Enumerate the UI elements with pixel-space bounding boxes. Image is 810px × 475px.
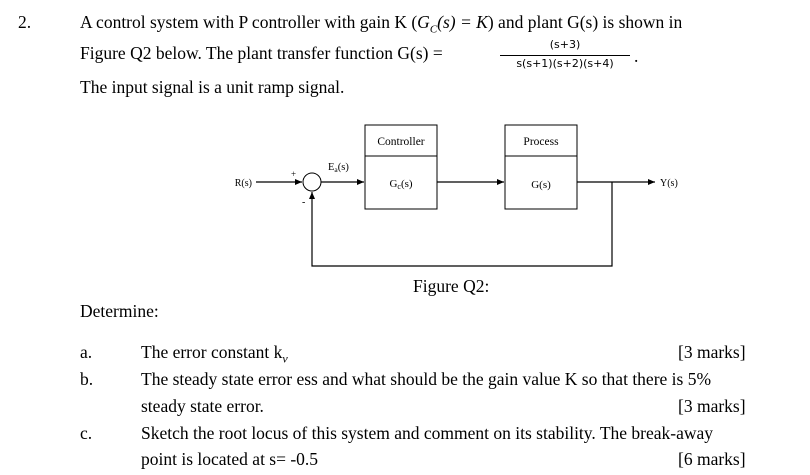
- controller-body-label: Gc(s): [389, 178, 412, 191]
- tf-denominator: s(s+1)(s+2)(s+4): [516, 57, 614, 70]
- line1-pre: A control system with P controller with …: [80, 12, 418, 32]
- question-number: 2.: [18, 12, 32, 32]
- part-a-marks: [3 marks]: [678, 342, 746, 362]
- block-diagram: Controller Gc(s) Process G(s) R(s) Ea(s)…: [235, 124, 678, 267]
- question-line-3: The input signal is a unit ramp signal.: [80, 77, 345, 97]
- part-a-text: The error constant kv: [141, 342, 288, 367]
- question-line-1: A control system with P controller with …: [80, 12, 682, 36]
- part-b-label: b.: [80, 369, 94, 389]
- part-c-marks: [6 marks]: [678, 449, 746, 469]
- tf-fraction-bar: [500, 55, 630, 56]
- gc-symbol: G: [417, 12, 430, 32]
- input-label: R(s): [235, 178, 252, 189]
- part-a-subscript: v: [282, 351, 288, 366]
- process-body-label: G(s): [531, 179, 551, 191]
- tf-period: .: [634, 46, 639, 66]
- gc-argument: (s) = K: [437, 12, 488, 32]
- controller-block: [364, 124, 438, 210]
- minus-sign: -: [302, 197, 305, 208]
- part-c-text-2: point is located at s= -0.5: [141, 449, 319, 469]
- part-b-text: The steady state error ess and what shou…: [141, 369, 712, 389]
- plus-sign: +: [291, 169, 296, 179]
- line1-post: ) and plant G(s) is shown in: [487, 12, 683, 32]
- part-a-label: a.: [80, 342, 93, 362]
- part-a-main: The error constant k: [141, 342, 283, 362]
- process-block: [504, 124, 578, 210]
- figure-caption: Figure Q2:: [413, 276, 490, 296]
- process-header: Process: [523, 136, 559, 148]
- error-label: Ea(s): [328, 162, 349, 174]
- summing-junction: [302, 172, 322, 192]
- determine-heading: Determine:: [80, 301, 159, 321]
- part-b-text-2: steady state error.: [141, 396, 264, 416]
- output-label: Y(s): [660, 178, 678, 189]
- part-b-marks: [3 marks]: [678, 396, 746, 416]
- gc-subscript: C: [429, 23, 438, 36]
- controller-header: Controller: [377, 136, 424, 148]
- tf-numerator: (s+3): [549, 38, 581, 51]
- feedback-path: [309, 182, 613, 267]
- question-line-2: Figure Q2 below. The plant transfer func…: [80, 43, 443, 63]
- part-c-text: Sketch the root locus of this system and…: [141, 423, 714, 443]
- part-c-label: c.: [80, 423, 93, 443]
